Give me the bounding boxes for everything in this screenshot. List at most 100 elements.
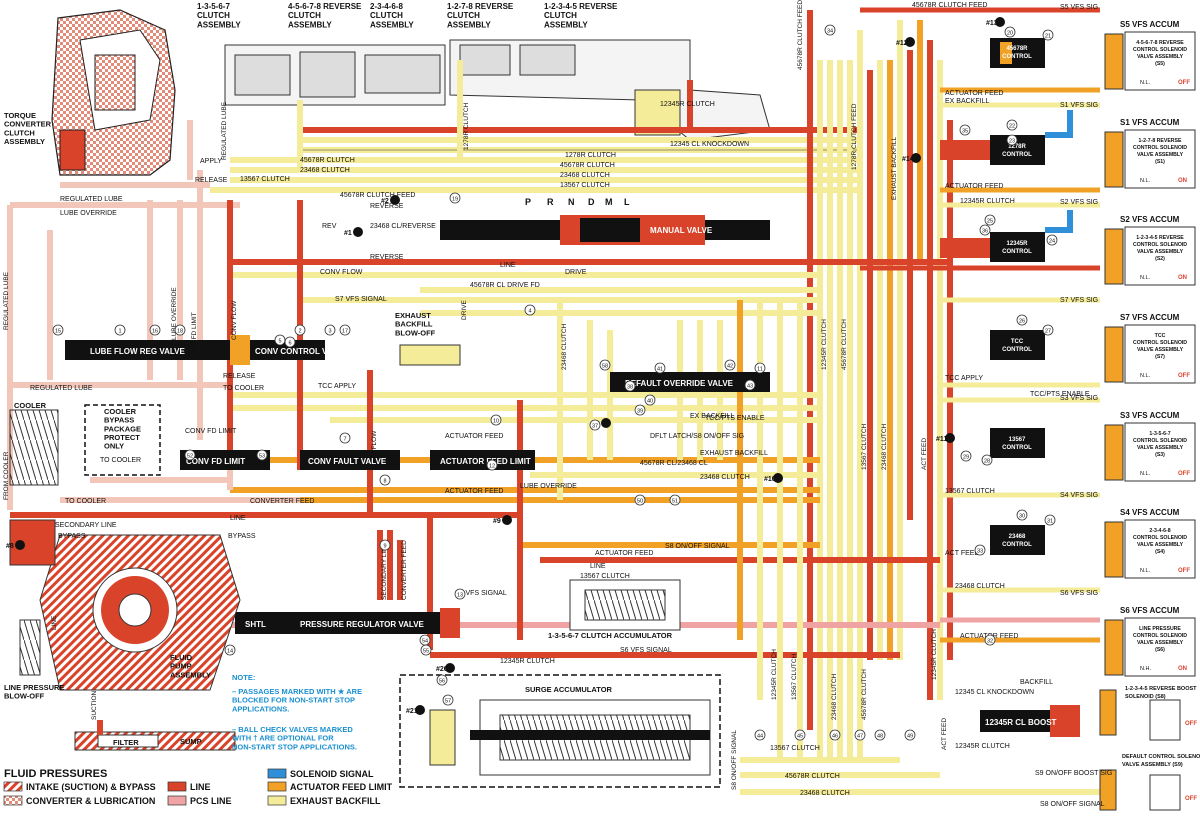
solenoid-desc: VALVE ASSEMBLY [1137,152,1184,158]
vlabel-1278r-feed: 1278R CLUTCH FEED [851,103,858,170]
solenoid-sig-label: S3 VFS SIG [1060,395,1098,402]
check-ball [773,473,783,483]
label-reverse: REVERSE [370,203,404,210]
number-label: 20 [1007,30,1013,36]
legend-label-solenoid: SOLENOID SIGNAL [290,769,374,779]
number-circle [1044,514,1056,526]
legend-swatch-exhaust [267,795,287,806]
boost-default-solenoids [1099,689,1181,811]
label-actuator-feed-2: ACTUATOR FEED [445,488,503,495]
solenoid-desc: (S4) [1155,549,1165,555]
shift-position-d: D [588,197,595,207]
vlabel-conv-flow: CONV FLOW [231,300,238,340]
number-circle [960,450,972,462]
vlabel-s8-onoff: S8 ON/OFF SIGNAL [731,730,738,790]
number-circle [256,449,268,461]
solenoid-accum-label: S5 VFS ACCUM [1120,20,1180,29]
legend-swatch-solenoid [267,768,287,779]
number-circle [524,304,536,316]
valve-shtl: SHTL [245,620,266,629]
solenoid-desc: 1-3-5-6-7 [1149,431,1170,437]
number-circle [644,394,656,406]
solenoid-nl: N.L. [1140,178,1151,184]
number-label: 50 [637,498,643,504]
number-label: 41 [657,366,663,372]
accumulator-13567 [569,579,681,631]
vlabel-conv-fd-limit: CONV FD LIMIT [191,312,198,360]
solenoid-state: OFF [1178,568,1190,574]
number-circle [754,362,766,374]
vlabel-13567-clutch: 13567 CLUTCH [861,423,868,470]
label-actuator-feed-3: ACTUATOR FEED [595,550,653,557]
passages [7,7,1100,795]
number-circle [1006,119,1018,131]
number-label: 46 [832,733,838,739]
label-tcc-pts-r: TCC/PTS ENABLE [1030,391,1090,398]
solenoid-sig-label: S1 VFS SIG [1060,102,1098,109]
number-circle [754,729,766,741]
solenoid-desc: 4-5-6-7-8 REVERSE [1136,40,1184,46]
number-label: 15 [55,328,61,334]
label-12345r-feed: 12345R CLUTCH [960,198,1015,205]
solenoid-control-label: CONTROL [1002,249,1032,255]
number-label: 26 [1019,318,1025,324]
label-actuator-feed: ACTUATOR FEED [445,433,503,440]
note-title: NOTE: [232,673,255,682]
number-label: 39 [637,408,643,414]
valve-conv-control: CONV CONTROL VALVE [255,347,348,356]
label-13567-clutch-r2: 13567 CLUTCH [945,488,995,495]
label-cl-knockdown: 12345 CL KNOCKDOWN [955,689,1034,696]
number-circle [829,729,841,741]
number-circle [149,324,161,336]
label-to-cooler-2: TO COOLER [100,457,141,464]
number-label: 57 [445,698,451,704]
solenoid-accum-label: S4 VFS ACCUM [1120,508,1180,517]
label-13567-clutch: 13567 CLUTCH [580,573,630,580]
vlabel-drive: DRIVE [461,299,468,320]
solenoid-state: ON [1178,178,1187,184]
label-to-cooler: TO COOLER [223,385,264,392]
number-circle [420,644,432,656]
cooler [9,404,161,486]
number-circle [1046,234,1058,246]
check-ball [905,37,915,47]
legend-swatch-intake [3,781,23,792]
filter-label: FILTER [113,738,139,747]
vlabel-23468-cl: 23468 CLUTCH [561,323,568,370]
check-ball-label: #2 [381,198,389,205]
label-drive: DRIVE [565,269,587,276]
filter-sump [74,720,236,751]
label-actuator-feed-r2: ACTUATOR FEED [945,183,1003,190]
labels: APPLY RELEASE REGULATED LUBE LUBE OVERRI… [3,0,1112,808]
shift-position-n: N [568,197,575,207]
number-circle [1016,509,1028,521]
solenoid-accum-label: S2 VFS ACCUM [1120,215,1180,224]
label-23468-rev: 23468 CL/REVERSE [370,223,436,230]
check-ball [390,195,400,205]
solenoid-desc: (S6) [1155,647,1165,653]
check-ball-label: #11 [936,436,947,443]
label-backfill: BACKFILL [1020,679,1053,686]
solenoid-nl: N.H. [1140,666,1151,672]
number-label: 37 [592,423,598,429]
number-label: 9 [383,543,386,549]
fluid-pump-assembly [9,519,241,691]
number-label: 13 [457,592,463,598]
label-regulated-lube: REGULATED LUBE [60,196,123,203]
number-label: 35 [962,128,968,134]
number-circle [174,324,186,336]
check-ball [601,418,611,428]
label-1278r-clutch: 1278R CLUTCH [565,152,616,159]
number-label: 58 [602,363,608,369]
valve-conv-fd-limit: CONV FD LIMIT [186,457,245,466]
solenoid-desc: LINE PRESSURE [1139,626,1181,632]
shift-position-r: R [547,197,554,207]
vlabel-45678r-clutch-b: 45678R CLUTCH [861,669,868,720]
valve-conv-fault: CONV FAULT VALVE [308,457,387,466]
number-circle [490,414,502,426]
sump-label: SUMP [180,737,202,746]
